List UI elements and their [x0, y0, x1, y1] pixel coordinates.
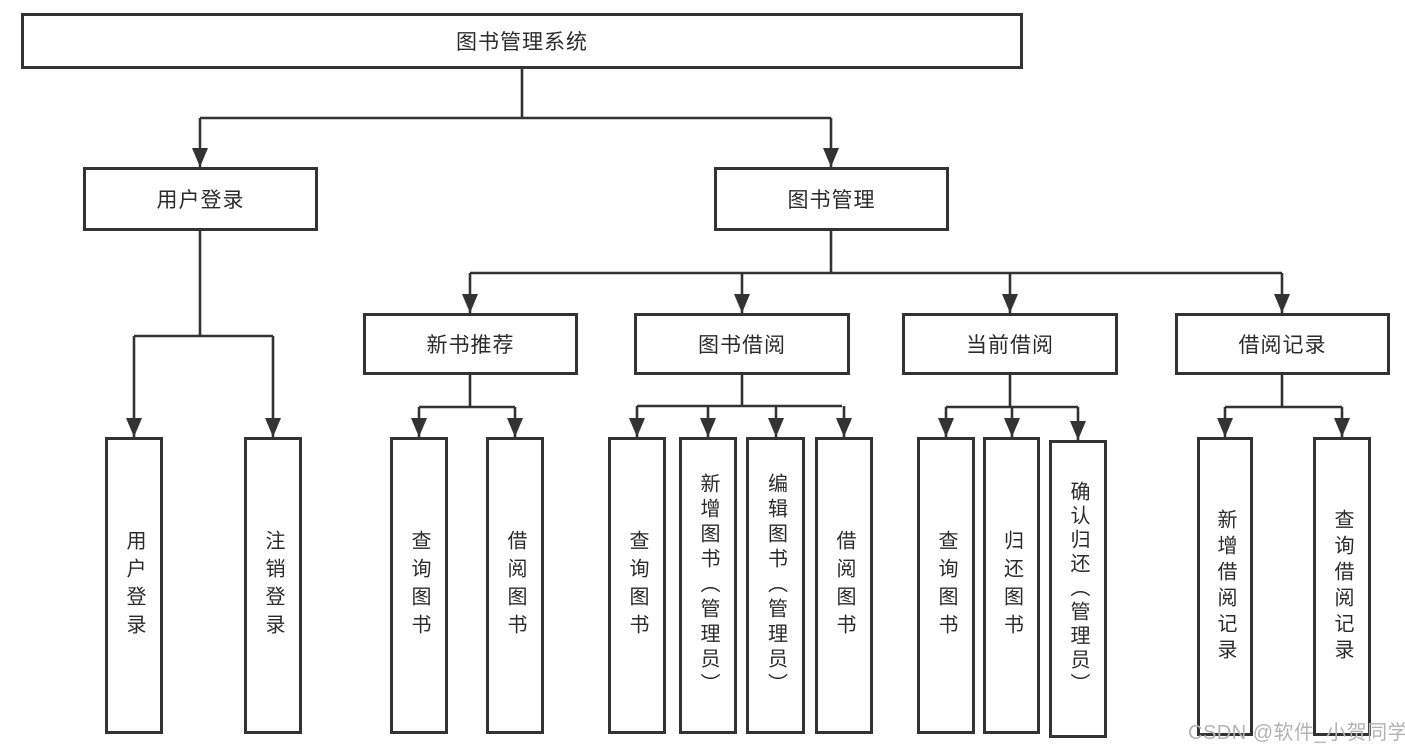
- leaf-label: 查询借阅记录: [1331, 508, 1353, 665]
- node-label: 当前借阅: [966, 334, 1054, 357]
- leaf-add-borrow-record: 新增借阅记录: [1197, 437, 1253, 736]
- node-label: 新书推荐: [426, 334, 515, 357]
- leaf-query-book-current: 查询图书: [917, 437, 975, 734]
- leaf-label: 注销登录: [262, 529, 284, 642]
- leaf-label: 确认归还（管理员）: [1067, 481, 1089, 697]
- leaf-label: 新增图书（管理员）: [697, 473, 719, 698]
- node-label: 借阅记录: [1238, 334, 1327, 357]
- leaf-label: 借阅图书: [504, 529, 526, 642]
- node-label: 图书管理: [787, 189, 876, 212]
- node-label: 用户登录: [156, 189, 245, 212]
- leaf-logout: 注销登录: [244, 437, 302, 734]
- leaf-label: 新增借阅记录: [1214, 508, 1236, 665]
- node-book-management: 图书管理: [714, 167, 949, 231]
- node-book-borrow: 图书借阅: [634, 313, 850, 375]
- node-label: 图书管理系统: [456, 31, 588, 54]
- leaf-query-book-borrow: 查询图书: [608, 437, 666, 734]
- leaf-label: 查询图书: [626, 529, 648, 642]
- node-borrow-records: 借阅记录: [1175, 313, 1390, 375]
- leaf-label: 归还图书: [1000, 529, 1023, 642]
- node-label: 图书借阅: [698, 334, 786, 357]
- leaf-query-borrow-record: 查询借阅记录: [1313, 437, 1371, 736]
- node-library-system: 图书管理系统: [21, 13, 1023, 69]
- leaf-label: 编辑图书（管理员）: [764, 473, 787, 698]
- leaf-edit-book-admin: 编辑图书（管理员）: [746, 437, 805, 734]
- leaf-confirm-return-admin: 确认归还（管理员）: [1049, 440, 1107, 738]
- leaf-label: 用户登录: [123, 529, 145, 642]
- node-user-login: 用户登录: [83, 167, 318, 231]
- leaf-borrow-book: 借阅图书: [815, 437, 873, 734]
- node-new-book-recommend: 新书推荐: [363, 313, 578, 375]
- leaf-add-book-admin: 新增图书（管理员）: [679, 437, 737, 734]
- csdn-watermark: CSDN @软件_小贺同学: [1188, 722, 1405, 744]
- leaf-label: 借阅图书: [833, 529, 855, 642]
- leaf-label: 查询图书: [408, 529, 430, 642]
- leaf-label: 查询图书: [935, 529, 957, 642]
- leaf-query-book-recommend: 查询图书: [390, 437, 448, 734]
- node-current-borrow: 当前借阅: [902, 313, 1118, 375]
- leaf-user-login: 用户登录: [105, 437, 163, 734]
- leaf-borrow-book-recommend: 借阅图书: [486, 437, 544, 734]
- leaf-return-book: 归还图书: [983, 437, 1040, 734]
